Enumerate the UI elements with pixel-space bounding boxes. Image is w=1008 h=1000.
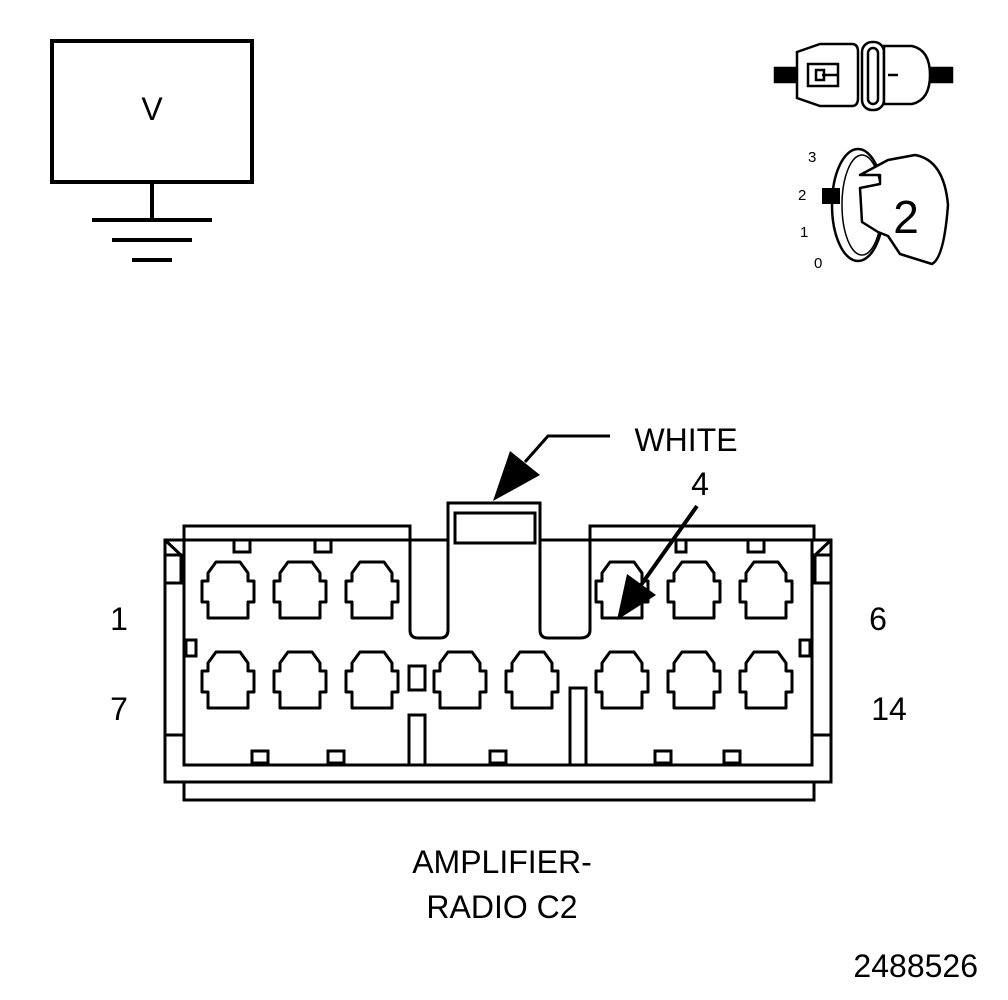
- position-label-3: 3: [808, 149, 816, 166]
- key-position-icon: 3 2 1 0 2: [798, 147, 950, 272]
- pin-label-1: 1: [110, 601, 128, 637]
- pin-arrowhead: [617, 574, 656, 620]
- pin-leader-line: [639, 504, 699, 587]
- position-indicator: [822, 188, 840, 204]
- callout-pin-number: 4: [691, 466, 709, 502]
- back-probe-icon: [773, 40, 954, 112]
- key-number: 2: [893, 191, 919, 243]
- figure-id: 2488526: [853, 948, 978, 984]
- color-leader-line: [523, 434, 610, 463]
- position-label-0: 0: [814, 255, 822, 272]
- connector-face: [163, 501, 833, 802]
- pin-callout: 4: [617, 466, 709, 620]
- voltmeter-symbol: V: [50, 39, 254, 262]
- voltmeter-label: V: [141, 91, 163, 127]
- ground-icon: [92, 182, 212, 262]
- connector-color-label: WHITE: [634, 422, 737, 458]
- connector-name-line2: RADIO C2: [426, 889, 577, 925]
- pin-label-6: 6: [869, 601, 887, 637]
- color-callout: WHITE: [493, 422, 738, 501]
- position-label-1: 1: [800, 224, 808, 241]
- pin-label-7: 7: [110, 691, 128, 727]
- position-label-2: 2: [798, 187, 806, 204]
- pin-label-14: 14: [871, 691, 907, 727]
- color-arrowhead: [493, 451, 540, 501]
- connector-name-line1: AMPLIFIER-: [412, 844, 592, 880]
